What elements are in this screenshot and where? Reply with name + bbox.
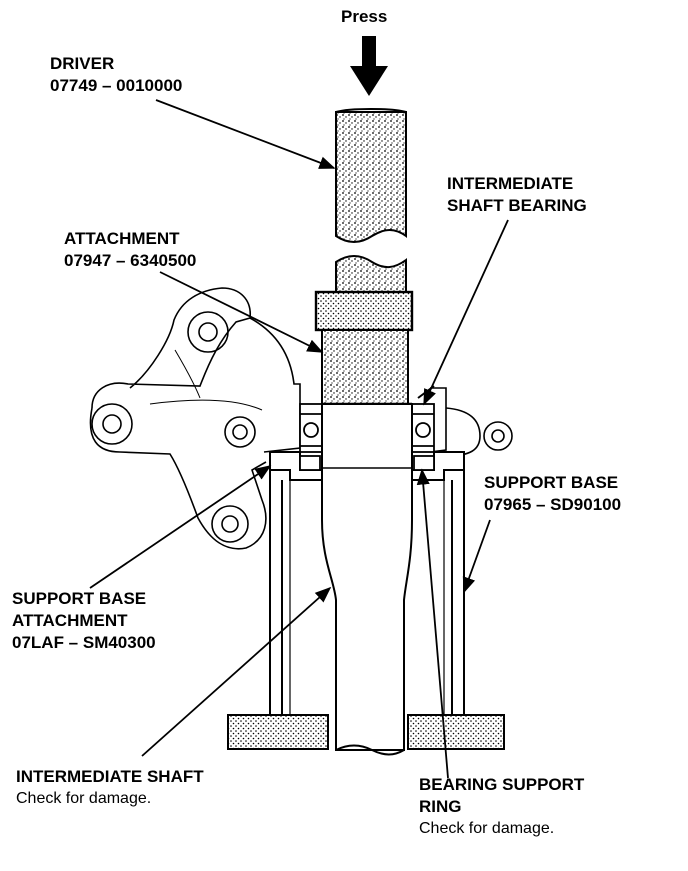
attachment-name: ATTACHMENT bbox=[64, 229, 180, 248]
support-base-name: SUPPORT BASE bbox=[484, 473, 619, 492]
bearing-support-ring-label: BEARING SUPPORT RING Check for damage. bbox=[419, 774, 584, 840]
driver-label: DRIVER 07749 – 0010000 bbox=[50, 53, 182, 97]
bearing-support-ring bbox=[299, 455, 435, 471]
intermediate-shaft bbox=[321, 403, 413, 756]
shaft-note: Check for damage. bbox=[16, 790, 152, 807]
sba-part-no: 07LAF – SM40300 bbox=[12, 633, 156, 652]
attachment-tool bbox=[314, 255, 414, 405]
sba-line2: ATTACHMENT bbox=[12, 611, 128, 630]
driver-part-no: 07749 – 0010000 bbox=[50, 76, 183, 95]
bsr-line1: BEARING SUPPORT bbox=[419, 775, 585, 794]
bearing-line1: INTERMEDIATE bbox=[447, 174, 574, 193]
leader-lines bbox=[89, 99, 509, 779]
attachment-label: ATTACHMENT 07947 – 6340500 bbox=[64, 228, 196, 272]
bsr-line2: RING bbox=[419, 797, 462, 816]
bsr-note: Check for damage. bbox=[419, 820, 555, 837]
press-arrow-icon bbox=[350, 36, 388, 96]
driver-name: DRIVER bbox=[50, 54, 115, 73]
support-base-attachment-label: SUPPORT BASE ATTACHMENT 07LAF – SM40300 bbox=[12, 588, 156, 654]
attachment-part-no: 07947 – 6340500 bbox=[64, 251, 197, 270]
support-base-label: SUPPORT BASE 07965 – SD90100 bbox=[484, 472, 621, 516]
press-bed-plates bbox=[227, 714, 505, 750]
support-base-part-no: 07965 – SD90100 bbox=[484, 495, 622, 514]
sba-line1: SUPPORT BASE bbox=[12, 589, 147, 608]
press-text: Press bbox=[341, 7, 388, 26]
driver-tool bbox=[335, 108, 407, 243]
press-label: Press bbox=[341, 6, 387, 28]
shaft-name: INTERMEDIATE SHAFT bbox=[16, 767, 204, 786]
intermediate-shaft-label: INTERMEDIATE SHAFT Check for damage. bbox=[16, 766, 204, 810]
intermediate-shaft-bearing-label: INTERMEDIATE SHAFT BEARING bbox=[447, 173, 587, 217]
bearing-line2: SHAFT BEARING bbox=[447, 196, 587, 215]
